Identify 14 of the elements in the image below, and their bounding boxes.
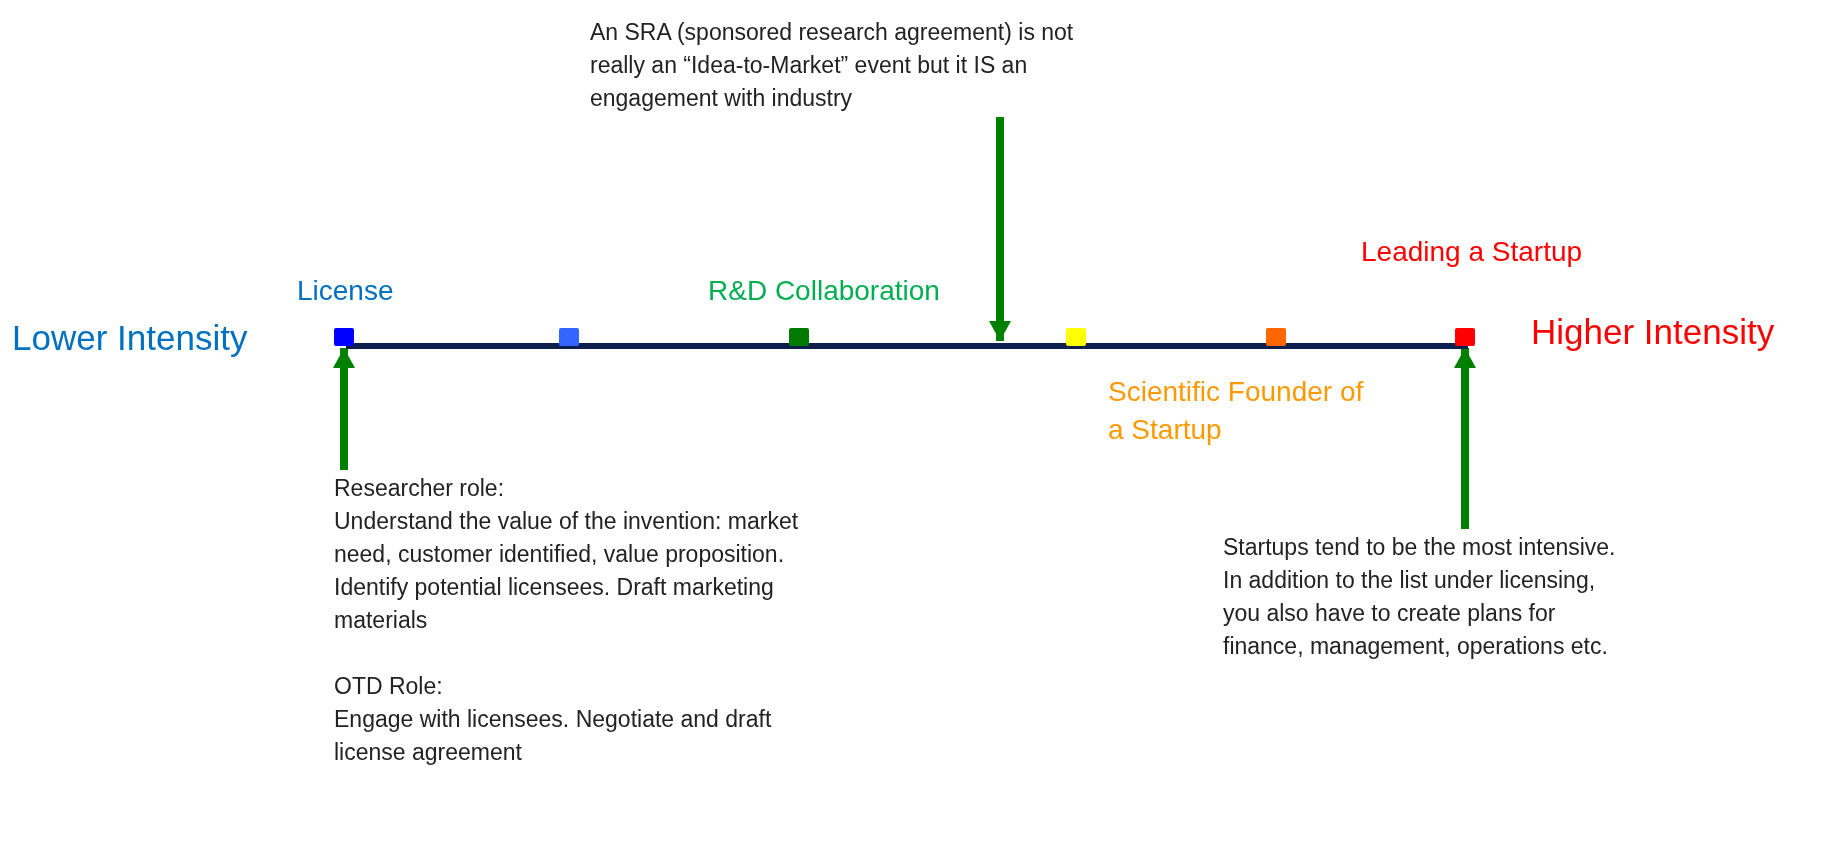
role-heading: OTD Role: [334, 672, 444, 701]
scale-marker [1066, 328, 1086, 346]
scale-marker [559, 328, 579, 346]
scale-end-label: Higher Intensity [1531, 312, 1775, 352]
scale-end-label: Lower Intensity [12, 318, 248, 358]
role-heading: Researcher role: [334, 474, 506, 503]
note-text: Startups tend to be the most intensive. In addition to the list under licensing, you also have to create plans for finance, management, operations etc. [1223, 533, 1617, 661]
stage-label: License [297, 274, 394, 308]
note-text: Engage with licensees. Negotiate and draft license agreement [334, 705, 773, 767]
note-text: Understand the value of the invention: market need, customer identified, value proposition. Identify potential licensees. Draft marketing materials [334, 507, 800, 635]
stage-label: Leading a Startup [1361, 235, 1583, 269]
note-text: An SRA (sponsored research agreement) is not really an “Idea-to-Market” event but it IS an engagement with industry [590, 18, 1075, 113]
stage-label: R&D Collaboration [708, 274, 940, 308]
stage-label: Scientific Founder of a Startup [1108, 375, 1365, 447]
